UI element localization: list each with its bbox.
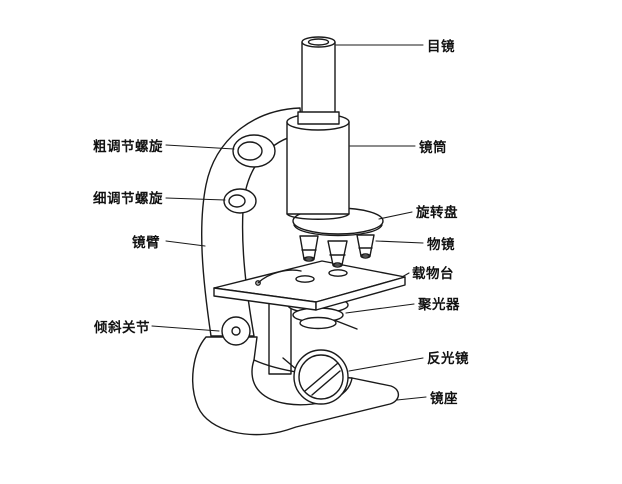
objective-center-tip: [332, 262, 343, 268]
leader-lines: [151, 44, 427, 401]
leader-mirror: [348, 357, 424, 372]
body-tube-bottom-rim: [286, 213, 350, 220]
label-inclination-joint: 倾斜关节: [94, 320, 150, 335]
objective-right: [356, 234, 375, 257]
condenser-bottom-ring: [299, 316, 337, 330]
leader-base: [396, 396, 427, 401]
leader-condenser: [345, 303, 415, 314]
label-condenser: 聚光器: [418, 297, 460, 312]
mirror-shine-2: [311, 370, 341, 396]
stage-clip-pin: [255, 280, 261, 286]
label-arm: 镜臂: [132, 235, 160, 250]
label-mirror: 反光镜: [427, 351, 469, 366]
stage-right-edge: [315, 276, 406, 311]
fine-knob-inner: [228, 194, 246, 208]
stage-slot-2: [328, 269, 348, 277]
eyepiece-lens: [307, 38, 330, 46]
condenser-lever: [333, 319, 358, 330]
leader-coarse-adjustment: [165, 144, 235, 150]
base-shape: [192, 336, 400, 436]
stage-slot-1: [295, 275, 315, 283]
coarse-knob-shape: [232, 134, 276, 168]
inclination-joint-pin: [231, 326, 241, 336]
objective-center: [327, 240, 348, 266]
objective-right-tip: [360, 253, 371, 259]
fine-knob-shape: [223, 188, 257, 214]
label-coarse-adjustment: 粗调节螺旋: [93, 139, 163, 154]
label-stage: 载物台: [412, 266, 454, 281]
mirror-inner-rim: [298, 354, 344, 400]
eyepiece-shape: [301, 41, 336, 115]
label-base: 镜座: [430, 391, 458, 406]
eyepiece-flange: [297, 111, 340, 125]
mirror-yoke: [282, 357, 297, 370]
stage-clip-wire: [257, 269, 302, 284]
mirror-shine-1: [304, 362, 339, 392]
label-objective: 物镜: [427, 237, 455, 252]
body-tube-shape: [286, 121, 350, 215]
objective-left-tip: [303, 256, 315, 262]
leader-objective: [375, 240, 424, 244]
label-eyepiece: 目镜: [427, 39, 455, 54]
nosepiece-rim: [293, 224, 383, 237]
objective-left: [299, 235, 319, 260]
label-nosepiece: 旋转盘: [416, 205, 458, 220]
arm-shape: [200, 107, 303, 337]
coarse-knob-inner: [237, 141, 263, 161]
label-fine-adjustment: 细调节螺旋: [93, 191, 163, 206]
leader-inclination-joint: [151, 325, 220, 332]
leader-nosepiece: [378, 211, 413, 220]
leader-stage: [401, 272, 410, 278]
leader-fine-adjustment: [165, 197, 226, 201]
leader-arm: [165, 240, 206, 247]
label-body-tube: 镜筒: [419, 140, 447, 155]
